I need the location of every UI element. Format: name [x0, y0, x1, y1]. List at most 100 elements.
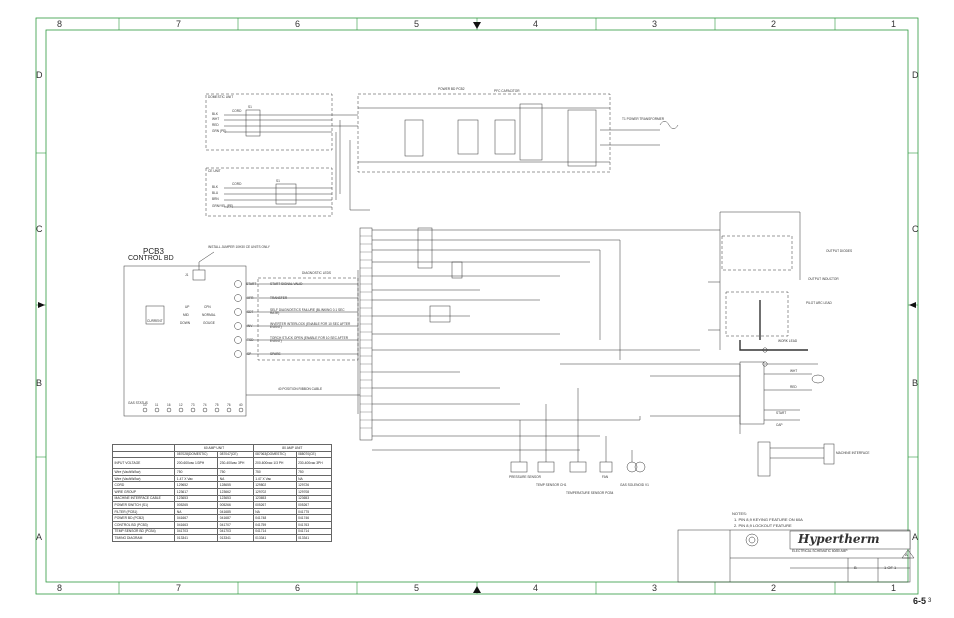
col-label-7-bottom: 7 [176, 583, 182, 593]
table-cell: 123617 [174, 487, 219, 496]
table-cell: 005265 [174, 501, 219, 509]
led-text-xfr: TRANSFER [270, 296, 288, 300]
table-cell: 005267 [252, 501, 297, 509]
domestic-wire-blk: BLK [212, 112, 219, 116]
mode-normal: NORMAL [202, 313, 216, 317]
sensor-label-fan: FAN [602, 475, 609, 479]
row-label-b: B [36, 378, 43, 388]
table-cell: Wire (Vac/kW/kw) [111, 474, 176, 483]
col-label-2-bottom: 2 [771, 583, 777, 593]
sensor-label-temp-ch1: TEMP SENSOR CH1 [536, 483, 567, 487]
pin-10: 10 [143, 403, 147, 407]
pin-11: 11 [155, 403, 159, 407]
ce-cord: CORD [232, 182, 242, 186]
pin-40: 40 [239, 403, 243, 407]
table-cell: 041703 [174, 527, 219, 536]
table-row: POWER SWITCH (S1) 005265 005266 005267 0… [111, 501, 333, 509]
table-cell: 129802 [252, 481, 297, 489]
pin-74: 74 [203, 403, 207, 407]
led-text-inv: INVERTER INTERLOCK (ENABLE FOR 10 SEC AF… [270, 322, 351, 330]
table-cell: POWER SWITCH (S1) [111, 501, 176, 509]
table-cell: 129708 [295, 487, 333, 496]
col-label-2: 2 [771, 19, 777, 29]
led-text-tsd: TORCH STUCK OPEN (ENABLE FOR 10 SEC AFTE… [270, 336, 349, 344]
table-row: FILTER (PCB1) NA 041685 NA 041775 [111, 507, 333, 516]
diagnostic-leds-title: DIAGNOSTIC LEDS [302, 271, 332, 275]
table-cell [111, 450, 176, 459]
notes-title: NOTES: [732, 511, 747, 516]
led-id-sp: SP [247, 352, 252, 356]
row-label-b-right: B [912, 378, 919, 388]
table-cell: POWER BD (PCB2) [111, 514, 176, 522]
table-row: POWER BD (PCB2) 041667 041687 041748 041… [111, 514, 333, 522]
cap-label: CAP [776, 423, 783, 427]
page-number: 3 [928, 598, 932, 604]
note-1: 1. PIN 8,9 KEYING FEATURE ON 60A [734, 517, 803, 522]
table-cell: WIRE GROUP [111, 487, 176, 496]
led-id-start: START [246, 282, 257, 286]
pin-75: 75 [215, 403, 219, 407]
pin-76: 76 [227, 403, 231, 407]
sheet-number: 1 OF 1 [884, 565, 897, 570]
table-cell: 041759 [252, 520, 297, 529]
table-cell: 041714 [295, 527, 333, 536]
table-row: WIRE GROUP 123617 123662 129702 129708 [111, 487, 333, 496]
output-diodes-label: OUTPUT DIODES [826, 249, 853, 253]
sensor-label-pressure: PRESSURE SENSOR [509, 475, 541, 479]
ce-wire-grn: GRN/YEL (PE) [212, 204, 234, 208]
pfc-capacitor-label: PFC CAPACITOR [494, 89, 520, 93]
table-cell: 013341 [174, 534, 219, 542]
led-text-start: START SIGNAL VALID [270, 282, 303, 286]
mode-gouge: GOUGE [203, 321, 215, 325]
col-label-8-bottom: 8 [57, 583, 63, 593]
col-label-4: 4 [533, 19, 539, 29]
ce-unit-title: CE UNIT [208, 169, 221, 173]
table-cell: 750 [174, 468, 219, 476]
table-sub-header-row: 087028(DOMESTIC) 087047(CE) 087063(DOMES… [111, 450, 333, 459]
ce-unit-box [205, 167, 333, 217]
mode-down: DOWN [180, 321, 191, 325]
table-row: Wire (Vac/kW/kw) 1.47 X Vac NA 1.47 X Va… [111, 474, 333, 483]
table-cell: 013341 [295, 534, 333, 542]
row-label-a: A [36, 532, 43, 542]
domestic-unit-box [205, 93, 333, 151]
col-label-5-bottom: 5 [414, 583, 420, 593]
table-row: CORD 129652 128655 129802 129726 [111, 481, 333, 489]
title-block-subtitle: ELECTRICAL SCHEMATIC 60/80 AMP [792, 549, 848, 553]
table-row: INPUT VOLTAGE 200-600vac 1/3PH 230-400va… [111, 457, 333, 470]
ce-wire-brn: BRN [212, 197, 219, 201]
sensor-label-temp-pcb4: TEMPERATURE SENSOR PCB4 [566, 491, 614, 495]
gas-status-label: GAS STATUS [128, 401, 148, 405]
power-board-box [357, 93, 611, 173]
col-label-4-bottom: 4 [533, 583, 539, 593]
table-cell: 041748 [252, 514, 297, 522]
table-cell: CORD [111, 481, 176, 489]
col-label-8: 8 [57, 19, 63, 29]
table-cell: 005267 [295, 501, 333, 509]
table-cell: 041667 [174, 514, 219, 522]
table-cell: 123653 [252, 494, 297, 503]
ce-wire-blu: BLU [212, 191, 219, 195]
domestic-unit-title: DOMESTIC UNIT [208, 95, 234, 99]
domestic-wire-wht: WHT [212, 117, 220, 121]
power-board-title: POWER BD PCB2 [438, 87, 465, 91]
table-cell: MACHINE INTERFACE CABLE [111, 494, 176, 503]
domestic-s1: S1 [248, 105, 252, 109]
table-cell: NA [295, 474, 333, 483]
table-cell: 041707 [217, 520, 254, 529]
pressure-sensor-shape [510, 461, 528, 473]
table-cell: 750 [295, 468, 333, 476]
table-cell: 123653 [295, 494, 333, 503]
domestic-wire-red: RED [212, 123, 219, 127]
drawing-size: B [854, 565, 857, 570]
table-cell: 087028(DOMESTIC) [174, 450, 219, 459]
mode-cpn: CPN [204, 305, 211, 309]
table-cell: 041663 [174, 520, 219, 529]
col-label-1: 1 [891, 19, 897, 29]
table-cell: NA [174, 507, 219, 516]
table-cell: FILTER (PCB1) [111, 507, 176, 516]
row-label-c: C [36, 224, 43, 234]
table-cell: 200-600vac 1/3PH [174, 457, 219, 470]
table-cell: 013341 [217, 534, 254, 542]
table-cell: 60 AMP UNIT [174, 444, 254, 452]
